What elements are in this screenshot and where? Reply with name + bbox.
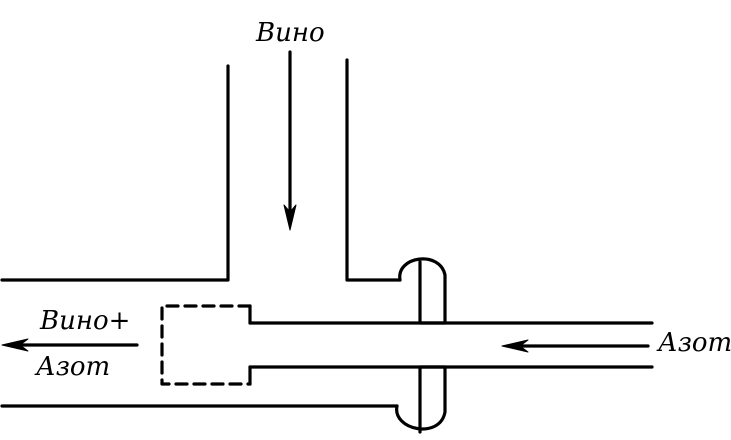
inlet-pipe-left-wall xyxy=(0,64,230,282)
flange-lower xyxy=(395,365,447,434)
nitrogen-flow-arrow-head xyxy=(501,339,529,353)
label-nitrogen-outflow: Азот xyxy=(36,352,111,382)
label-nitrogen-inlet: Азот xyxy=(658,328,731,358)
flange-upper xyxy=(398,257,447,325)
label-wine-inlet: Вино xyxy=(256,18,325,48)
wine-flow-arrow-head xyxy=(283,204,297,231)
label-wine-plus: Вино+ xyxy=(40,306,131,336)
mixing-zone-dashed xyxy=(160,304,252,386)
outflow-arrow-head xyxy=(1,338,29,352)
inlet-pipe-right-wall xyxy=(345,58,402,282)
